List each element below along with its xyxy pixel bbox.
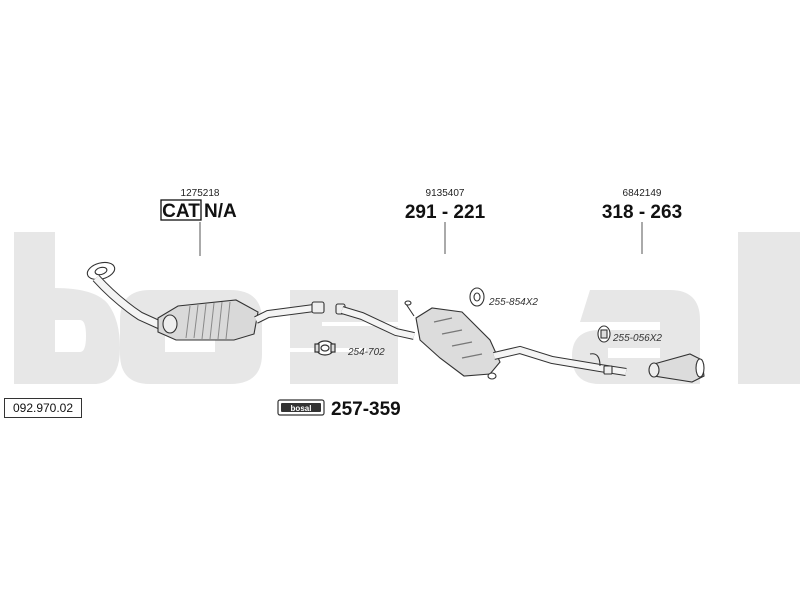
drawing-number: 092.970.02 — [12, 401, 74, 415]
clamp-icon — [314, 340, 336, 356]
cat-label: CAT — [162, 201, 200, 222]
rear-silencer-oem-number: 6842149 — [623, 188, 662, 199]
clamp-part-number: 254-702 — [347, 347, 385, 358]
centre-silencer — [415, 307, 501, 377]
catalyst-assembly — [86, 261, 325, 341]
rear-silencer-assembly — [648, 353, 705, 383]
catalytic-converter — [157, 299, 259, 341]
rear-mounting-icon — [597, 325, 611, 343]
kit-brand-label: bosal — [291, 404, 312, 413]
catalyst-oem-number: 1275218 — [181, 188, 220, 199]
kit-part-number: 257-359 — [331, 399, 401, 420]
front-mounting-icon — [469, 287, 485, 307]
catalyst-part-number: N/A — [204, 201, 237, 222]
bosal-kit-badge: bosal — [277, 399, 325, 416]
catalyst-outlet-end — [311, 301, 325, 314]
centre-silencer-assembly — [335, 300, 627, 380]
centre-silencer-part-number: 291 - 221 — [405, 202, 486, 223]
leader-lines — [199, 222, 643, 256]
front-mounting-part-number: 255-854X2 — [488, 297, 538, 308]
drawing-number-box: 092.970.02 — [4, 398, 82, 418]
cat-label-box — [160, 199, 202, 221]
rear-mounting-part-number: 255-056X2 — [612, 333, 662, 344]
rear-silencer-part-number: 318 - 263 — [602, 202, 682, 223]
centre-silencer-oem-number: 9135407 — [426, 188, 465, 199]
